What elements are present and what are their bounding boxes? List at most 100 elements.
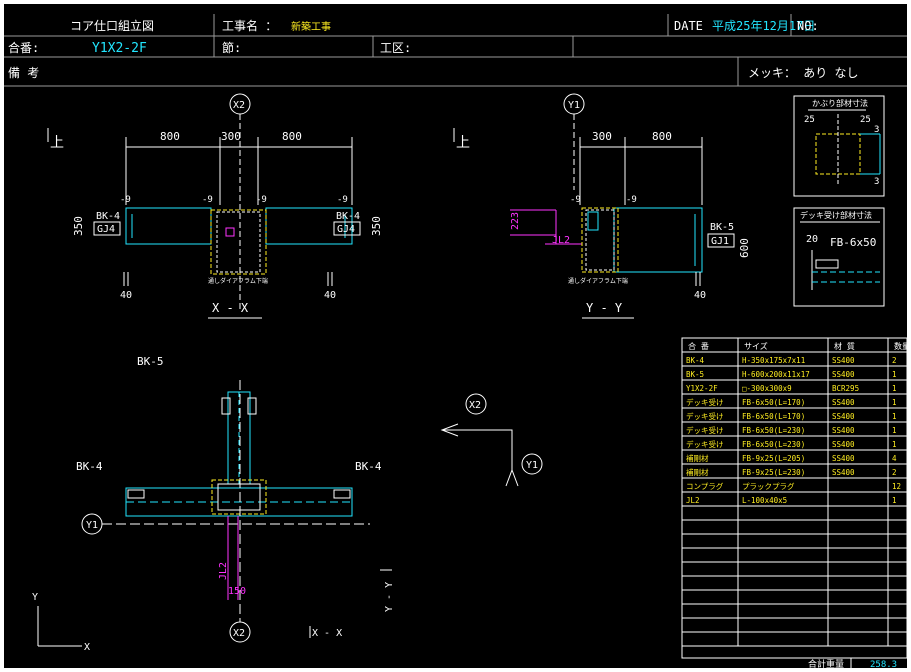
table-cell: 補剛材	[686, 467, 709, 477]
table-cell: Y1X2-2F	[686, 384, 718, 393]
section-label: 節:	[222, 40, 241, 55]
table-cell: 1	[892, 496, 897, 505]
table-cell: 12	[892, 482, 901, 491]
beam-right-xx	[265, 207, 353, 245]
table-cell: □-300x300x9	[742, 384, 792, 393]
column-yy	[581, 207, 619, 273]
detail-bottom-member: FB-6x50	[830, 236, 876, 249]
diaphragm-note-yy: 通しダイアフラム下端	[568, 277, 628, 285]
table-cell: SS400	[832, 426, 855, 435]
ref-right-yy: -9	[626, 195, 637, 205]
table-cell: FB-6x50(L=170)	[742, 398, 805, 407]
remarks-label: 備 考	[8, 65, 39, 80]
date-label: DATE	[674, 19, 703, 33]
detail-deck-bracket: デッキ受け部材寸法 20 FB-6x50	[793, 207, 885, 307]
table-cell: BK-4	[686, 356, 705, 365]
detail-bottom-title: デッキ受け部材寸法	[800, 210, 872, 220]
joint-left-label: GJ4	[97, 224, 115, 235]
table-cell: デッキ受け	[686, 397, 724, 407]
section-name-xx: X - X	[212, 301, 249, 315]
grid-y1-bubble-text: Y1	[568, 100, 580, 111]
project-value: 新築工事	[291, 20, 331, 33]
table-cell: SS400	[832, 398, 855, 407]
table-cell: SS400	[832, 440, 855, 449]
bolt-mark-xx	[225, 227, 235, 237]
table-cell: H-600x200x11x17	[742, 370, 810, 379]
grid-x2-bubble-text: X2	[233, 100, 245, 111]
table-cell: コンプラグ	[686, 481, 724, 491]
table-cell: SS400	[832, 468, 855, 477]
joint-member-jl2-yy: JL2	[552, 235, 570, 246]
ref-right-mid: -9	[256, 195, 267, 205]
table-cell: 1	[892, 426, 897, 435]
joint-right-label: GJ4	[337, 224, 355, 235]
plan-beam-left: BK-4	[76, 460, 103, 473]
up-label-xx: 上	[50, 135, 64, 151]
table-cell: 補剛材	[686, 453, 709, 463]
table-header-3: 数量	[894, 341, 910, 351]
table-cell: 1	[892, 440, 897, 449]
drawing-name: コア仕口組立図	[70, 18, 154, 33]
table-cell: デッキ受け	[686, 411, 724, 421]
ref-right: -9	[337, 195, 348, 205]
table-cell: デッキ受け	[686, 425, 724, 435]
table-cell: H-350x175x7x11	[742, 356, 805, 365]
bottom-right-40: 40	[324, 290, 336, 301]
total-label: 合計重量	[808, 658, 844, 670]
table-cell: JL2	[686, 496, 700, 505]
key-x2: X2	[469, 400, 481, 411]
axis-x-label: X	[84, 642, 90, 653]
table-cell: FB-6x50(L=230)	[742, 426, 805, 435]
beam-label-yy: BK-5	[710, 222, 734, 233]
plan-jl2: JL2	[218, 562, 229, 580]
detail-top-dim-b: 25	[860, 115, 871, 125]
detail-top-dim-c: 3	[874, 125, 879, 135]
ref-left-mid: -9	[202, 195, 213, 205]
detail-bottom-dim: 20	[806, 234, 818, 245]
table-cell: FB-9x25(L=205)	[742, 454, 805, 463]
plan-grid-x2: X2	[233, 628, 245, 639]
detail-top-title: かぶり部材寸法	[812, 98, 868, 108]
up-label-yy: 上	[456, 135, 470, 151]
table-cell: FB-6x50(L=170)	[742, 412, 805, 421]
mark-value: Y1X2-2F	[92, 41, 147, 56]
dim-left-800: 800	[160, 130, 180, 143]
table-cell: 1	[892, 370, 897, 379]
axis-y-label: Y	[32, 592, 38, 603]
table-cell: 1	[892, 398, 897, 407]
table-cell: FB-9x25(L=230)	[742, 468, 805, 477]
plating-label: メッキ： あり なし	[748, 66, 858, 80]
table-cell: 1	[892, 384, 897, 393]
dim-right-800: 800	[282, 130, 302, 143]
ref-left: -9	[120, 195, 131, 205]
section-name-yy: Y - Y	[586, 301, 623, 315]
table-cell: SS400	[832, 412, 855, 421]
bottom-left-40: 40	[120, 290, 132, 301]
table-header-2: 材 質	[834, 341, 855, 351]
dim-mid-300-yy: 300	[592, 130, 612, 143]
drawing-area	[4, 4, 907, 668]
table-header-0: 合 番	[688, 341, 709, 351]
table-cell: SS400	[832, 370, 855, 379]
table-cell: SS400	[832, 454, 855, 463]
table-cell: BCR295	[832, 384, 859, 393]
plan-section-xx: X - X	[312, 628, 342, 639]
table-cell: FB-6x50(L=230)	[742, 440, 805, 449]
detail-top-dim-a: 25	[804, 115, 815, 125]
magenta-dim-223: 223	[510, 212, 521, 230]
mark-label: 合番:	[8, 40, 39, 55]
table-cell: 4	[892, 454, 897, 463]
diaphragm-note-xx: 通しダイアフラム下端	[208, 277, 268, 285]
table-cell: 2	[892, 356, 897, 365]
total-value: 258.3	[870, 660, 897, 670]
ref-left-yy: -9	[570, 195, 581, 205]
view-yy: Y1 上 300 800 -9 -9 223 JL2 BK-5 GJ1 600	[453, 93, 751, 319]
height-600: 600	[738, 238, 751, 258]
dim-mid-300: 300	[221, 130, 241, 143]
detail-top-dim-d: 3	[874, 177, 879, 187]
table-cell: デッキ受け	[686, 439, 724, 449]
plan-beam-top: BK-5	[137, 355, 164, 368]
plan-view: BK-5 BK-4 BK-4 Y1 X2 JL2 150 X - X Y - Y	[32, 355, 543, 653]
